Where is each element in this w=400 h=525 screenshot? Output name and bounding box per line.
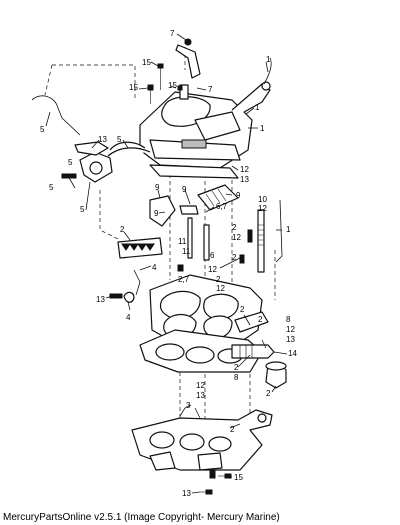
- callout-2: 2: [216, 275, 221, 284]
- callout-15: 15: [142, 58, 151, 67]
- callout-6: 6: [210, 251, 215, 260]
- callout-5: 5: [49, 183, 54, 192]
- callout-8: 8: [286, 315, 291, 324]
- base-gasket: [139, 329, 263, 373]
- air-horn-assembly: [139, 84, 253, 179]
- callout-12: 12: [232, 233, 241, 242]
- callout-2: 2: [232, 223, 237, 232]
- callout-9: 9: [155, 183, 160, 192]
- callout-15: 15: [129, 83, 138, 92]
- main-body: [109, 274, 269, 349]
- callout-9: 9: [236, 191, 241, 200]
- callout-12: 12: [216, 284, 225, 293]
- choke-housing: [31, 95, 151, 183]
- callout-12: 12: [196, 381, 205, 390]
- callout-12: 12: [240, 165, 249, 174]
- callout-1: 1: [260, 124, 265, 133]
- callout-13: 13: [182, 489, 191, 498]
- callout-2: 2: [234, 363, 239, 372]
- float-and-metering-parts: [117, 184, 283, 296]
- callout-11: 11: [182, 247, 191, 256]
- callout-13: 13: [286, 335, 295, 344]
- callout-15: 15: [234, 473, 243, 482]
- callout-1: 1: [255, 103, 260, 112]
- callout-5: 5: [80, 205, 85, 214]
- callout-2: 2: [240, 305, 245, 314]
- callout-5: 5: [40, 125, 45, 134]
- copyright-footer: MercuryPartsOnline v2.5.1 (Image Copyrig…: [3, 512, 280, 523]
- callout-13: 13: [240, 175, 249, 184]
- callout-15: 15: [168, 81, 177, 90]
- callout-2: 2: [120, 225, 125, 234]
- callout-14: 14: [288, 349, 297, 358]
- callout-12: 12: [286, 325, 295, 334]
- top-screws: [147, 63, 183, 104]
- callout-6-7: 6,7: [216, 202, 228, 211]
- callout-12: 12: [208, 265, 217, 274]
- callout-labels: 7 15 1 15 15 7 1 1 5 13 5 5 5 5 12 13 9 …: [40, 29, 297, 498]
- callout-5: 5: [117, 135, 122, 144]
- fuel-inlet-fitting: [231, 344, 287, 389]
- callout-13: 13: [98, 135, 107, 144]
- callout-2: 2: [232, 253, 237, 262]
- callout-2-7: 2,7: [178, 275, 190, 284]
- callout-4: 4: [152, 263, 157, 272]
- callout-4: 4: [126, 313, 131, 322]
- callout-leaders: [45, 33, 288, 494]
- callout-10: 10: [258, 195, 267, 204]
- choke-linkage: [175, 38, 272, 113]
- callout-13: 13: [96, 295, 105, 304]
- callout-9: 9: [154, 209, 159, 218]
- callout-7: 7: [170, 29, 175, 38]
- callout-2: 2: [266, 389, 271, 398]
- callout-1: 1: [266, 55, 271, 64]
- callout-2: 2: [230, 425, 235, 434]
- callout-13: 13: [196, 391, 205, 400]
- callout-9: 9: [182, 185, 187, 194]
- callout-1: 1: [286, 225, 291, 234]
- callout-12: 12: [258, 204, 267, 213]
- callout-8: 8: [234, 373, 239, 382]
- callout-2: 2: [258, 315, 263, 324]
- callout-5: 5: [68, 158, 73, 167]
- callout-7: 7: [208, 85, 213, 94]
- callout-3: 3: [186, 401, 191, 410]
- throttle-body: [131, 409, 273, 479]
- bottom-screws: [200, 473, 232, 495]
- callout-11: 11: [178, 237, 187, 246]
